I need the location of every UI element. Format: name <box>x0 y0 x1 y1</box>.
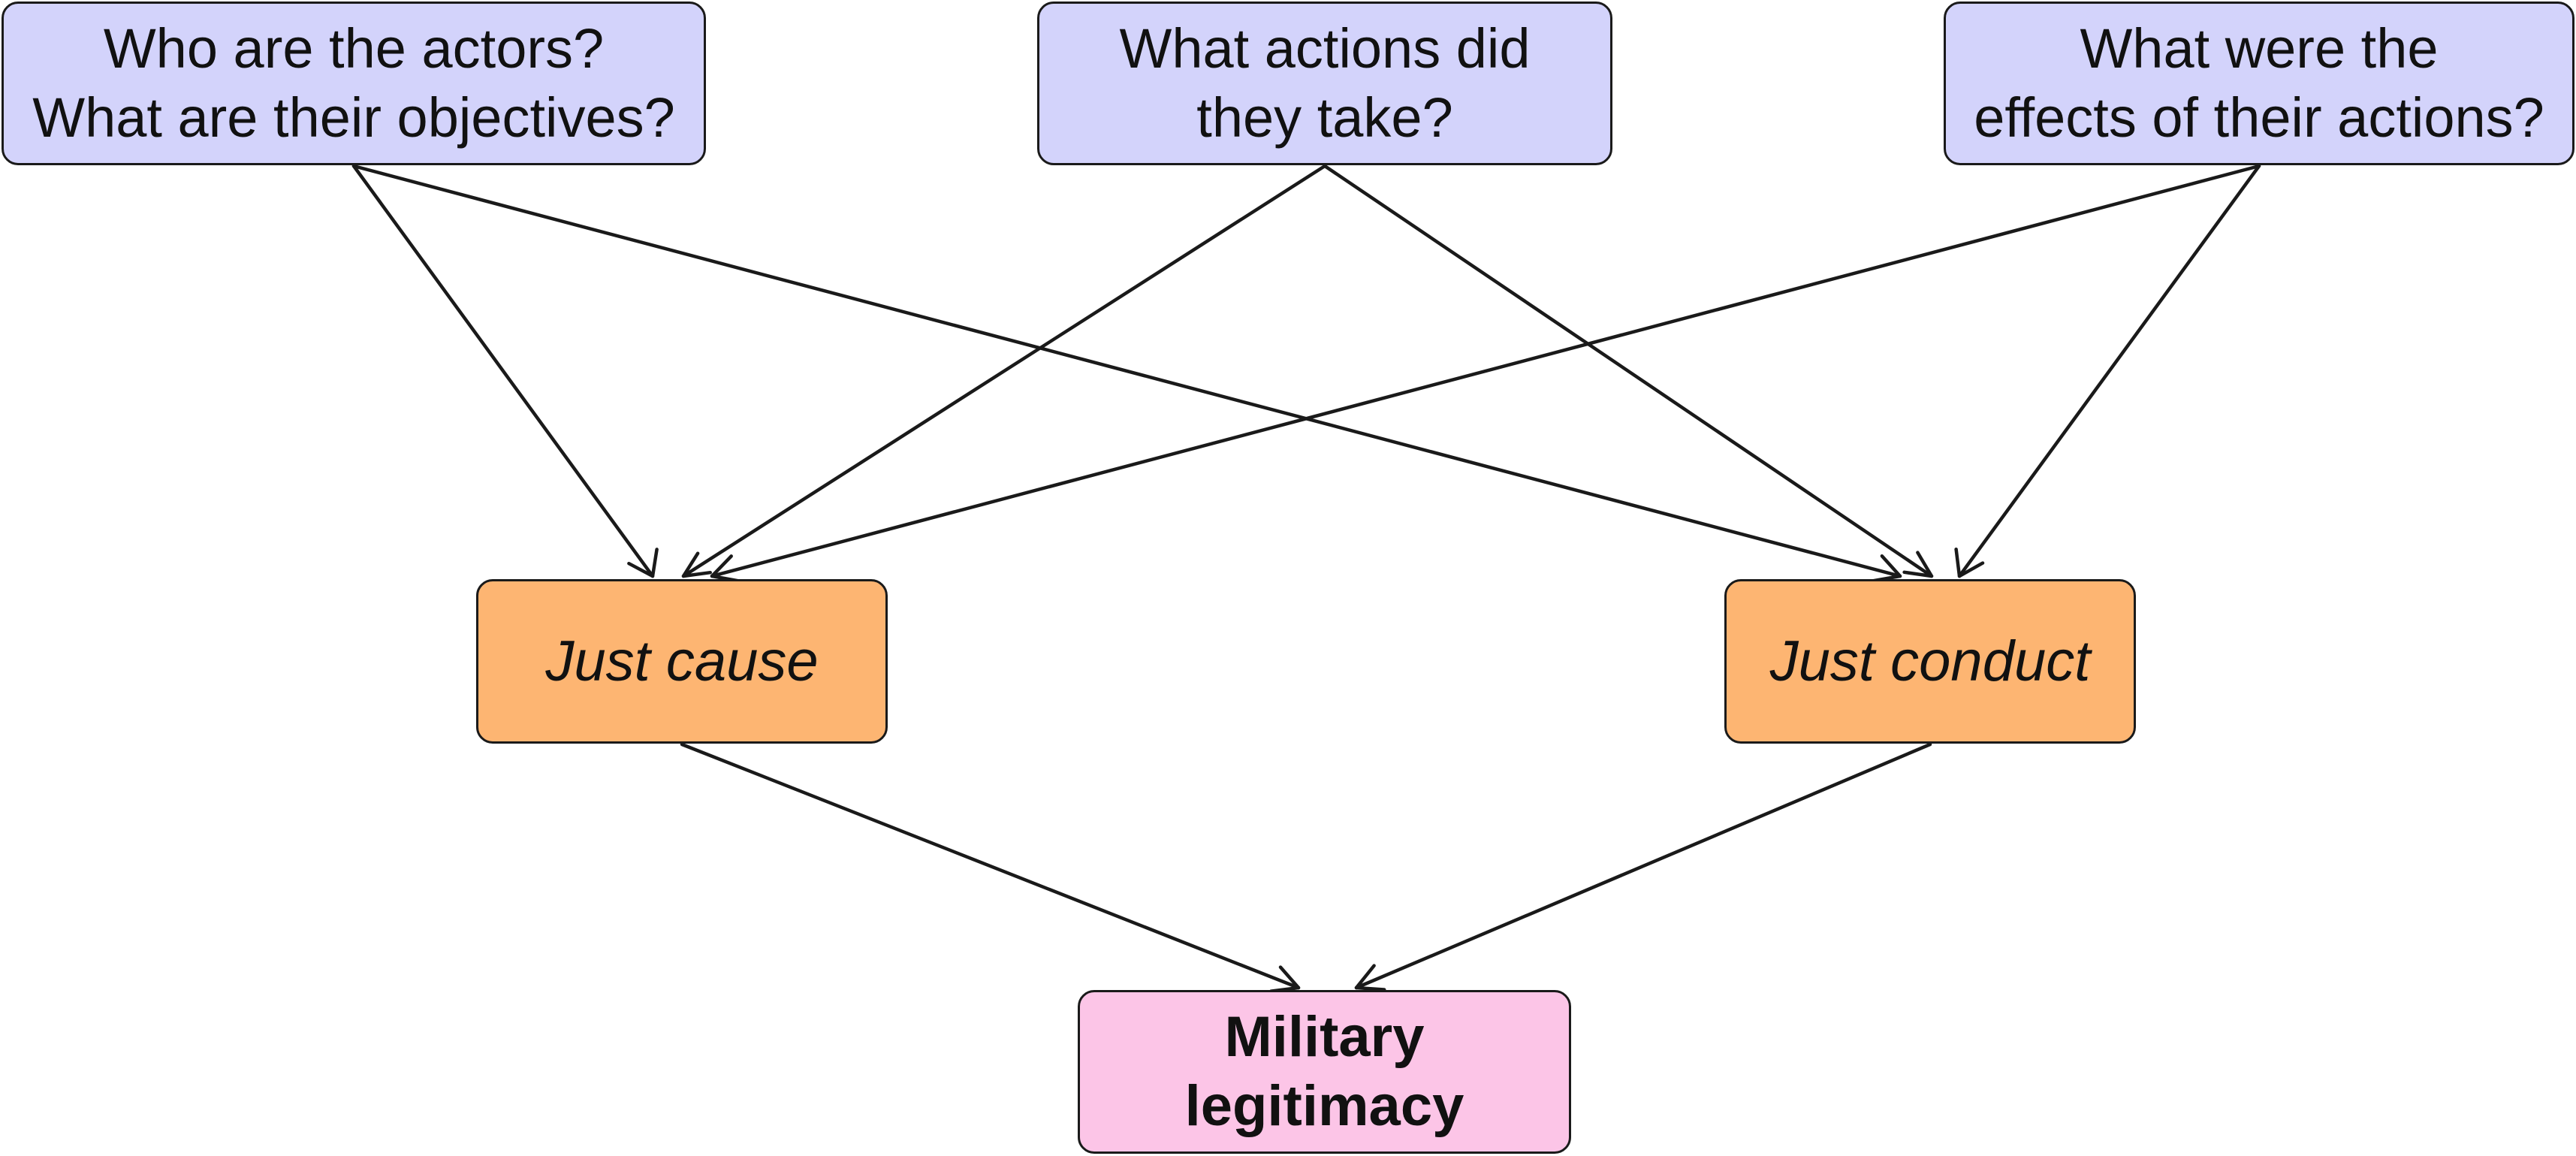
edge-actors-to-just-cause <box>351 164 659 578</box>
node-actions-line-1: What actions did <box>1119 17 1531 80</box>
node-what-actions: What actions did they take? <box>1037 2 1612 165</box>
node-actors-line-2: What are their objectives? <box>32 86 675 149</box>
edge-actions-to-just-cause <box>681 164 1327 578</box>
node-actions-line-2: they take? <box>1196 86 1453 149</box>
node-effects-line-2: effects of their actions? <box>1974 86 2544 149</box>
node-effects-of-actions: What were the effects of their actions? <box>1944 2 2574 165</box>
node-who-are-the-actors: Who are the actors? What are their objec… <box>2 2 706 165</box>
node-just-conduct-label: Just conduct <box>1769 629 2091 693</box>
node-effects-line-1: What were the <box>2080 17 2439 80</box>
node-just-conduct: Just conduct <box>1724 579 2136 744</box>
node-legitimacy-line-2: legitimacy <box>1184 1074 1464 1138</box>
node-just-cause-label: Just cause <box>545 629 819 693</box>
edge-actions-to-just-conduct <box>1323 164 1934 578</box>
edge-actors-to-just-conduct <box>351 164 1902 583</box>
node-legitimacy-line-1: Military <box>1224 1005 1425 1069</box>
node-actors-line-1: Who are the actors? <box>103 17 605 80</box>
node-military-legitimacy: Military legitimacy <box>1078 990 1571 1154</box>
edge-effects-to-just-conduct <box>1954 164 2261 578</box>
edge-just-cause-to-legitimacy <box>680 742 1301 993</box>
edge-just-conduct-to-legitimacy <box>1354 742 1932 992</box>
edge-effects-to-just-cause <box>710 164 2261 583</box>
node-just-cause: Just cause <box>476 579 888 744</box>
